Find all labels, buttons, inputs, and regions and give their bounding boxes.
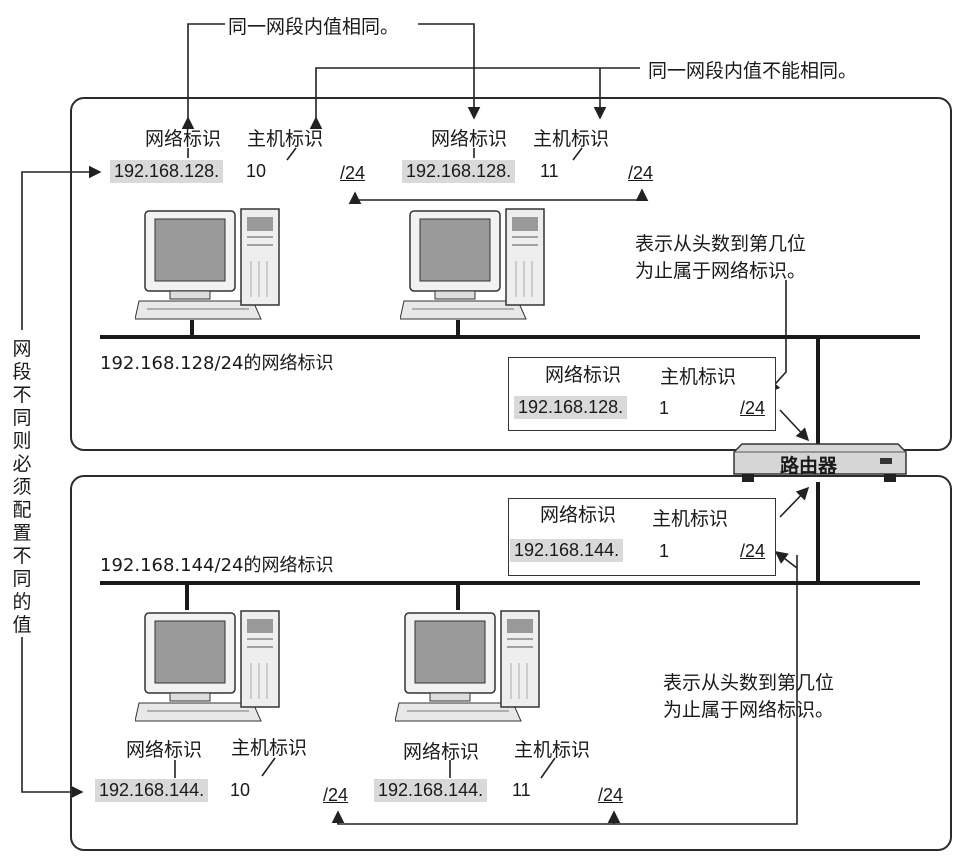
host2-network-id: 192.168.128. xyxy=(402,160,516,183)
host2-host-label: 主机标识 xyxy=(533,128,610,150)
host2-prefix: /24 xyxy=(628,163,654,183)
router-if1-host-label: 主机标识 xyxy=(660,366,737,388)
prefix-note-bottom-line2: 为止属于网络标识。 xyxy=(663,699,835,721)
router-if2-host-id: 1 xyxy=(659,541,670,561)
router-icon xyxy=(733,443,907,482)
host1-host-label: 主机标识 xyxy=(247,128,324,150)
host1-network-id: 192.168.128. xyxy=(110,160,224,183)
side-arrow-bottom xyxy=(21,625,84,799)
host3-network-label: 网络标识 xyxy=(126,739,203,761)
host4-host-label: 主机标识 xyxy=(514,739,591,761)
note-same-value: 同一网段内值相同。 xyxy=(228,16,400,38)
router-if2-network-id: 192.168.144. xyxy=(510,539,624,562)
same-bracket-line xyxy=(181,23,225,130)
prefix-note-top-line2: 为止属于网络标识。 xyxy=(635,260,807,282)
segment1-caption: 192.168.128/24的网络标识 xyxy=(100,353,334,374)
router-if1-box xyxy=(508,357,776,431)
side-note: 网段不同则必须配置不同的值 xyxy=(11,338,33,637)
segment-bottom xyxy=(70,475,952,851)
computer-icon-1 xyxy=(135,208,280,320)
router-if2-network-label: 网络标识 xyxy=(540,504,617,526)
host4-network-label: 网络标识 xyxy=(403,741,480,763)
diff-bracket-line xyxy=(309,67,640,130)
prefix-note-bottom-line1: 表示从头数到第几位 xyxy=(663,672,835,694)
host3-host-id: 10 xyxy=(230,780,251,800)
router-label: 路由器 xyxy=(780,455,838,477)
computer-icon-3 xyxy=(135,610,280,722)
side-arrow-top xyxy=(21,165,102,330)
host4-network-id: 192.168.144. xyxy=(374,779,488,802)
router-if2-host-label: 主机标识 xyxy=(652,508,729,530)
host1-prefix: /24 xyxy=(340,163,366,183)
router-if2-box xyxy=(508,498,776,576)
host1-network-label: 网络标识 xyxy=(145,128,222,150)
host4-prefix: /24 xyxy=(598,785,624,805)
prefix-note-top-line1: 表示从头数到第几位 xyxy=(635,233,807,255)
router-if1-network-label: 网络标识 xyxy=(545,364,622,386)
router-if1-host-id: 1 xyxy=(659,398,670,418)
host1-host-id: 10 xyxy=(246,161,267,181)
note-diff-value: 同一网段内值不能相同。 xyxy=(648,60,858,82)
router-if2-prefix: /24 xyxy=(740,541,766,561)
segment2-caption: 192.168.144/24的网络标识 xyxy=(100,555,334,576)
router-if1-network-id: 192.168.128. xyxy=(514,396,628,419)
host2-network-label: 网络标识 xyxy=(431,128,508,150)
segment-top xyxy=(70,97,952,451)
host3-host-label: 主机标识 xyxy=(231,737,308,759)
host3-network-id: 192.168.144. xyxy=(95,779,209,802)
host2-host-id: 11 xyxy=(540,161,559,181)
router-if1-prefix: /24 xyxy=(740,398,766,418)
host4-host-id: 11 xyxy=(512,780,531,800)
computer-icon-2 xyxy=(400,208,545,320)
computer-icon-4 xyxy=(395,610,540,722)
host3-prefix: /24 xyxy=(323,785,349,805)
